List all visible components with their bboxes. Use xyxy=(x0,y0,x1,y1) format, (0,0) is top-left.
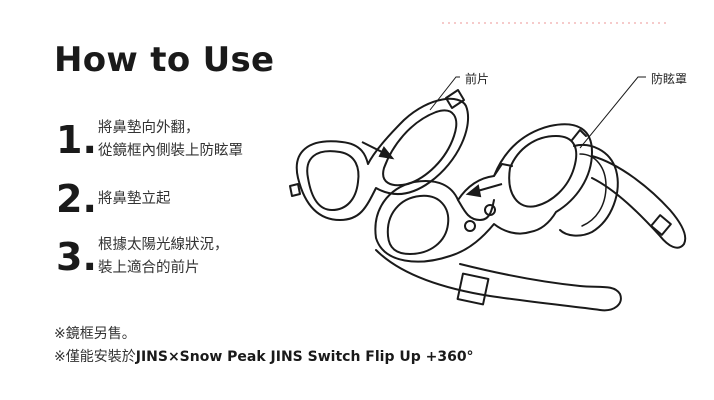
note-compatible-product: JINS×Snow Peak JINS Switch Flip Up +360° xyxy=(135,349,474,365)
step-number: 1. xyxy=(56,118,97,162)
glare-shield xyxy=(559,144,619,237)
callout-line-front-lens xyxy=(429,76,460,111)
decorative-dot-line xyxy=(440,22,670,24)
step-number: 2. xyxy=(56,177,97,221)
step-text: 根據太陽光線狀況， 裝上適合的前片 xyxy=(98,234,229,280)
step-2: 2. 將鼻墊立起 xyxy=(56,180,171,218)
front-lens-clip-outline xyxy=(295,97,470,221)
note-compatibility: ※僅能安裝於JINS×Snow Peak JINS Switch Flip Up… xyxy=(54,346,474,366)
label-front-lens: 前片 xyxy=(465,72,490,86)
note-compatibility-prefix: ※僅能安裝於 xyxy=(54,349,136,365)
arrow-right xyxy=(465,183,503,198)
step-1: 1. 將鼻墊向外翻， 從鏡框內側裝上防眩罩 xyxy=(56,117,243,163)
step-text-line: 根據太陽光線狀況， xyxy=(98,237,229,253)
step-text-line: 將鼻墊向外翻， xyxy=(98,120,200,136)
frame-outline xyxy=(374,123,593,263)
frame-lens-left xyxy=(386,194,450,255)
step-text: 將鼻墊向外翻， 從鏡框內側裝上防眩罩 xyxy=(98,117,243,163)
arrow-left xyxy=(361,141,395,160)
left-temple xyxy=(375,249,622,312)
step-text-line: 裝上適合的前片 xyxy=(98,260,200,276)
label-glare-shield: 防眩罩 xyxy=(651,72,688,86)
frame-lens-right xyxy=(508,135,578,208)
step-text: 將鼻墊立起 xyxy=(98,188,171,211)
front-lens-right xyxy=(382,109,458,187)
front-lens-left xyxy=(306,150,360,211)
right-temple xyxy=(591,155,687,249)
step-text-line: 從鏡框內側裝上防眩罩 xyxy=(98,143,243,159)
note-frame-sold-separately: ※鏡框另售。 xyxy=(54,326,136,342)
page-title: How to Use xyxy=(54,40,275,80)
callout-line-glare-shield xyxy=(579,76,646,149)
step-3: 3. 根據太陽光線狀況， 裝上適合的前片 xyxy=(56,234,229,280)
step-number: 3. xyxy=(56,235,97,279)
glasses-illustration xyxy=(289,76,687,312)
step-text-line: 將鼻墊立起 xyxy=(98,190,171,207)
